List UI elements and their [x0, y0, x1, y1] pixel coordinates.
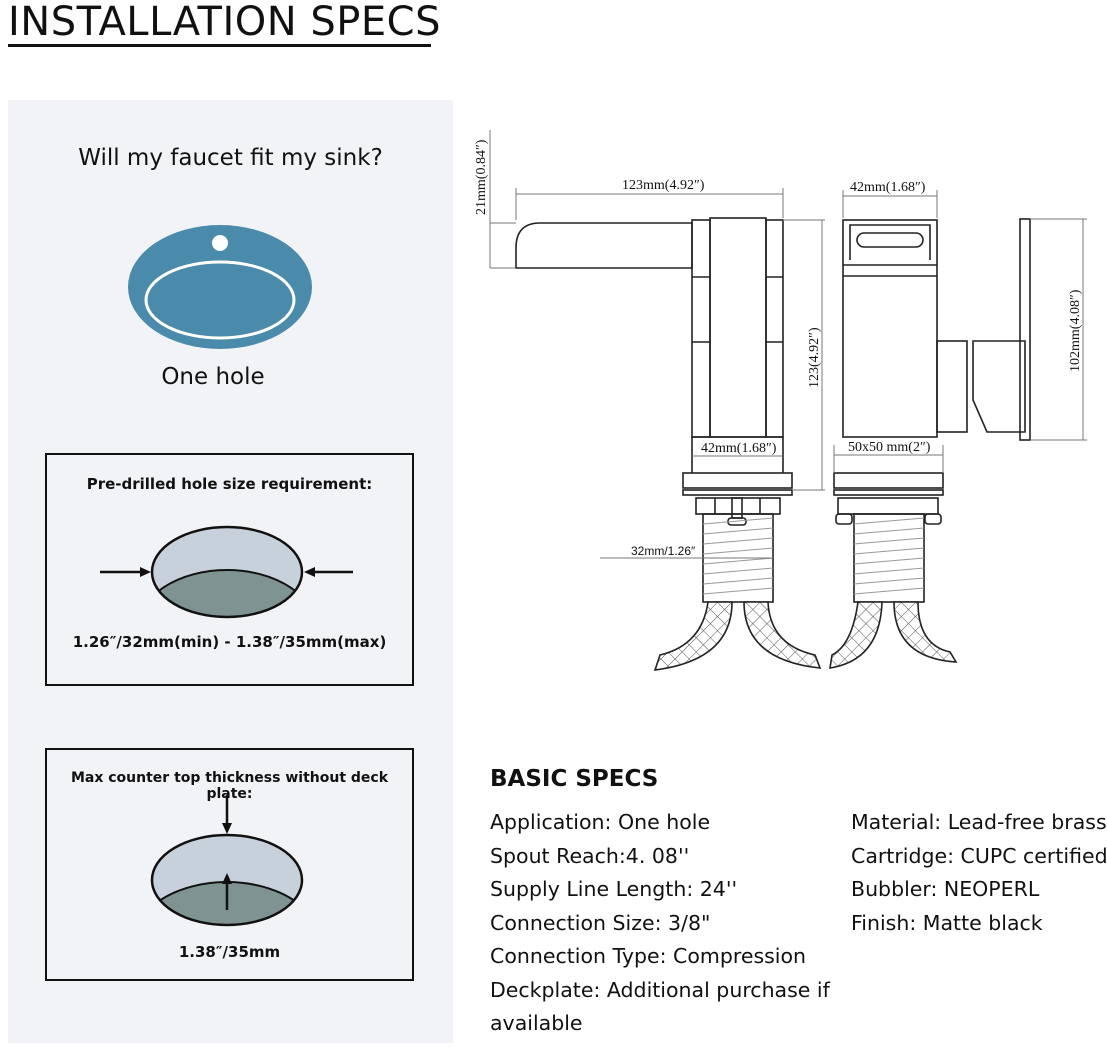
sink-bowl-outline [144, 260, 296, 340]
basic-specs-left-list: Application: One hole Spout Reach:4. 08'… [490, 806, 830, 1041]
supply-hoses-side [829, 601, 958, 669]
spec-connection-size: Connection Size: 3/8" [490, 910, 711, 935]
handle-connector [936, 340, 968, 433]
spec-deckplate: Deckplate: Additional purchase if availa… [490, 977, 830, 1036]
dim-base-size: 50x50 mm(2″) [848, 440, 931, 455]
hole-size-heading: Pre-drilled hole size requirement: [86, 475, 373, 493]
counter-thickness-diagram-icon [150, 795, 304, 927]
handle-plate [1019, 218, 1031, 441]
dim-body-height: 123(4.92″) [807, 327, 822, 388]
supply-hoses-front [653, 601, 822, 671]
base-plate [682, 472, 793, 489]
side-body [842, 219, 938, 438]
dim-side-top-width: 42mm(1.68″) [850, 180, 926, 195]
counter-thickness-box: Max counter top thickness without deck p… [45, 748, 414, 981]
spout [515, 222, 693, 269]
spec-bubbler: Bubbler: NEOPERL [851, 877, 1040, 901]
hole-size-box: Pre-drilled hole size requirement: 1.26″… [45, 453, 414, 686]
hole-width-diagram-icon [100, 525, 353, 619]
dim-handle-height: 102mm(4.08″) [1068, 289, 1083, 372]
side-view [833, 218, 1031, 603]
basic-specs-right-list: Material: Lead-free brass Cartridge: CUP… [851, 806, 1107, 940]
spec-connection-type: Connection Type: Compression [490, 944, 807, 968]
dim-spout-reach: 123mm(4.92″) [622, 178, 705, 193]
fit-guide-panel: Will my faucet fit my sink? One hole Pre… [8, 100, 453, 1043]
thickness-heading: Max counter top thickness without deck p… [70, 770, 389, 802]
page-title: INSTALLATION SPECS [8, 0, 442, 45]
one-hole-label: One hole [161, 364, 265, 390]
dim-spout-height: 21mm(0.84″) [474, 139, 489, 215]
faucet-technical-drawing: 123mm(4.92″) 21mm(0.84″) 123(4.92″) 42mm… [474, 130, 1087, 671]
body-right-strip [765, 219, 784, 438]
left-arrow-icon [100, 567, 151, 577]
up-arrow-icon [222, 873, 232, 910]
spec-finish: Finish: Matte black [851, 910, 1043, 935]
right-arrow-icon [304, 567, 353, 577]
spec-material: Material: Lead-free brass [851, 810, 1107, 834]
fit-question: Will my faucet fit my sink? [78, 145, 383, 171]
spec-application: Application: One hole [490, 810, 711, 834]
title-underline [8, 44, 431, 47]
body-left-strip [691, 219, 711, 438]
spec-supply-line-length: Supply Line Length: 24'' [490, 877, 738, 901]
handle-lever [972, 340, 1026, 433]
sink-basin-outer [128, 225, 312, 349]
thickness-value: 1.38″/35mm [178, 943, 281, 961]
dim-thread-diameter: 32mm/1.26″ [631, 544, 696, 558]
one-hole-sink-icon [128, 225, 312, 349]
basic-specs-heading: BASIC SPECS [490, 766, 659, 792]
faucet-hole [212, 235, 228, 251]
mounting-nut [695, 497, 781, 515]
hole-size-value: 1.26″/32mm(min) - 1.38″/35mm(max) [72, 633, 387, 651]
spec-cartridge: Cartridge: CUPC certified [851, 843, 1107, 868]
down-arrow-icon [222, 795, 232, 834]
dim-base-width: 42mm(1.68″) [701, 441, 777, 456]
spec-spout-reach: Spout Reach:4. 08'' [490, 843, 690, 868]
body-center [709, 217, 767, 438]
